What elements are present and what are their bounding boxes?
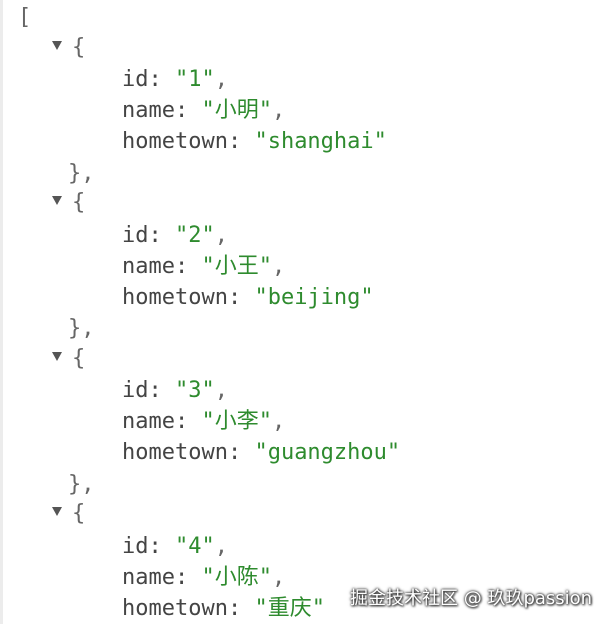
item-1-close-brace: }, bbox=[68, 161, 95, 186]
comma: , bbox=[271, 254, 286, 279]
collapse-toggle-item-3-icon[interactable] bbox=[52, 352, 62, 361]
id-value: "1" bbox=[174, 67, 215, 92]
id-key: id: bbox=[122, 378, 175, 403]
item-1-hometown-row: hometown: "shanghai" bbox=[122, 128, 387, 156]
item-2-hometown-row: hometown: "beijing" bbox=[122, 284, 374, 312]
hometown-value: "重庆" bbox=[254, 596, 325, 621]
hometown-key: hometown: bbox=[122, 129, 255, 154]
item-4-hometown-row: hometown: "重庆" bbox=[122, 595, 325, 623]
item-3-id-row: id: "3", bbox=[122, 377, 228, 405]
id-key: id: bbox=[122, 223, 175, 248]
comma: , bbox=[214, 534, 228, 559]
item-2-id-row: id: "2", bbox=[122, 222, 228, 250]
item-4-id-row: id: "4", bbox=[122, 533, 228, 561]
hometown-value: "guangzhou" bbox=[254, 440, 401, 465]
item-4-name-row: name: "小陈", bbox=[122, 564, 285, 592]
name-value: "小陈" bbox=[201, 565, 272, 590]
name-value: "小李" bbox=[201, 409, 272, 434]
name-key: name: bbox=[122, 98, 202, 123]
name-value: "小明" bbox=[201, 98, 272, 123]
hometown-value: "shanghai" bbox=[254, 129, 387, 154]
name-value: "小王" bbox=[201, 254, 272, 279]
comma: , bbox=[271, 98, 286, 123]
item-3-name-row: name: "小李", bbox=[122, 408, 285, 436]
collapse-toggle-item-4-icon[interactable] bbox=[52, 507, 62, 516]
item-1-id-row: id: "1", bbox=[122, 66, 228, 94]
comma: , bbox=[271, 565, 286, 590]
collapse-toggle-item-1-icon[interactable] bbox=[52, 41, 62, 50]
root-open-bracket: [ bbox=[18, 5, 32, 30]
item-2-name-row: name: "小王", bbox=[122, 253, 285, 281]
item-1-open-brace: { bbox=[72, 35, 86, 60]
item-3-close-brace: }, bbox=[68, 472, 95, 497]
item-2-close-brace: }, bbox=[68, 316, 95, 341]
left-border bbox=[0, 0, 3, 624]
item-3-open-brace: { bbox=[72, 346, 86, 371]
comma: , bbox=[214, 223, 228, 248]
hometown-key: hometown: bbox=[122, 596, 255, 621]
id-value: "3" bbox=[174, 378, 215, 403]
id-key: id: bbox=[122, 67, 175, 92]
name-key: name: bbox=[122, 254, 202, 279]
id-value: "4" bbox=[174, 534, 215, 559]
item-2-open-brace: { bbox=[72, 190, 86, 215]
id-value: "2" bbox=[174, 223, 215, 248]
comma: , bbox=[271, 409, 286, 434]
item-3-hometown-row: hometown: "guangzhou" bbox=[122, 439, 400, 467]
hometown-key: hometown: bbox=[122, 285, 255, 310]
hometown-value: "beijing" bbox=[254, 285, 374, 310]
id-key: id: bbox=[122, 534, 175, 559]
item-1-name-row: name: "小明", bbox=[122, 97, 285, 125]
watermark: 掘金技术社区 @ 玖玖passion bbox=[350, 588, 593, 609]
name-key: name: bbox=[122, 409, 202, 434]
hometown-key: hometown: bbox=[122, 440, 255, 465]
item-4-open-brace: { bbox=[72, 501, 86, 526]
comma: , bbox=[214, 67, 228, 92]
comma: , bbox=[214, 378, 228, 403]
collapse-toggle-item-2-icon[interactable] bbox=[52, 196, 62, 205]
name-key: name: bbox=[122, 565, 202, 590]
